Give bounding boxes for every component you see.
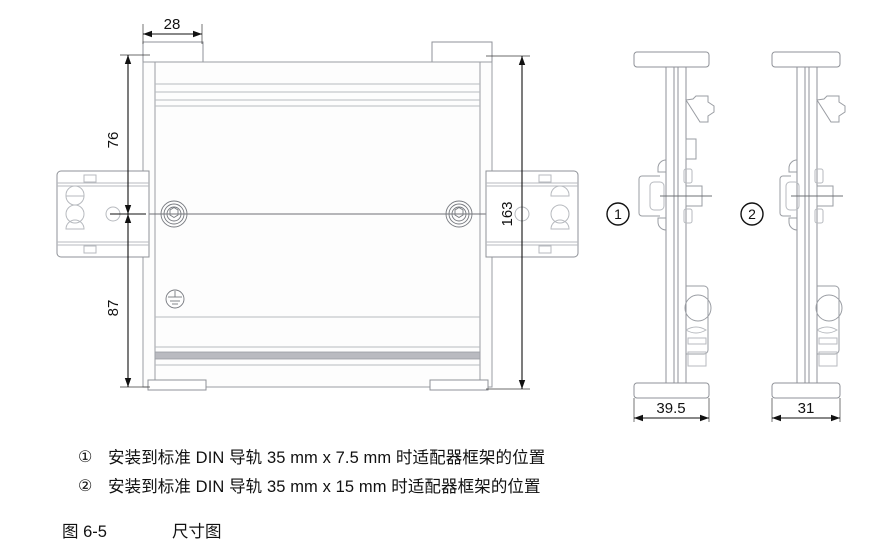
profile2-adapter-frame [779,175,791,217]
callout-marker-2: 2 [740,202,764,226]
profile2-lower-detail [816,326,838,334]
profile1-left-web [665,66,675,384]
profile1-upper-hook [685,95,715,123]
profile2-main-web [808,66,818,384]
dimension-163-label: 163 [499,201,516,226]
profile2-top-flange [771,51,841,68]
profile2-notch-lower [814,208,824,224]
dimension-28: 28 [142,16,203,44]
legend-marker-2: ② [78,478,93,495]
profile1-round-boss [684,294,712,322]
dimension-31: 31 [771,398,841,422]
dimension-163: 163 [486,55,530,390]
profile1-notch-upper [683,168,693,184]
legend-item-1: ① 安装到标准 DIN 导轨 35 mm x 7.5 mm 时适配器框架的位置 [78,446,838,470]
left-mounting-bracket [56,170,150,258]
profile1-lower-slot [687,337,707,345]
profile1-notch-lower [683,208,693,224]
bottom-right-tab [429,379,489,391]
legend-item-2: ② 安装到标准 DIN 导轨 35 mm x 15 mm 时适配器框架的位置 [78,475,838,499]
dimension-39-5: 39.5 [633,398,710,422]
front-view-group: 28 76 87 [56,16,579,391]
profile1-lower-housing [686,285,709,355]
profile1-tab-a [685,138,697,160]
profile1-bottom-flange [633,382,710,399]
dimension-87-label: 87 [105,300,122,317]
profile2-bottom-flange [771,382,841,399]
profile2-left-web [796,66,806,384]
profile2-clip-upper [788,159,798,173]
callout-marker-1: 1 [606,202,630,226]
dimension-31-label: 31 [798,400,815,417]
protective-earth-icon [165,289,185,309]
dimension-28-label: 28 [164,16,181,33]
bottom-band [154,351,481,360]
profile2-notch-upper [814,168,824,184]
profile1-main-web [677,66,687,384]
legend-text-2: 安装到标准 DIN 导轨 35 mm x 15 mm 时适配器框架的位置 [108,478,541,496]
right-mounting-bracket [485,170,579,258]
figure-caption-title: 尺寸图 [172,523,222,541]
dimension-76: 76 [105,54,150,214]
profile2-clip-lower [788,217,798,231]
profile2-lower-slot [818,337,838,345]
device-body-outline [142,61,493,388]
profile1-clip-upper [657,159,667,173]
profile2-round-boss [815,294,843,322]
callout-2-label: 2 [748,206,756,222]
profile2-lower-foot [818,351,838,367]
side-profile-view-2: 2 31 [740,51,846,422]
top-left-tab [142,41,204,63]
callout-1-label: 1 [614,206,622,222]
profile2-upper-hook [816,95,846,123]
dimension-76-label: 76 [105,132,122,149]
profile1-top-flange [633,51,710,68]
legend-text-1: 安装到标准 DIN 导轨 35 mm x 7.5 mm 时适配器框架的位置 [108,449,546,467]
side-profile-view-1: 1 39.5 [606,51,715,422]
legend-list: ① 安装到标准 DIN 导轨 35 mm x 7.5 mm 时适配器框架的位置 … [78,446,838,504]
profile1-lower-foot [687,351,707,367]
profile1-lower-detail [685,326,707,334]
top-right-tab [431,41,493,63]
profile2-lower-housing [817,285,840,355]
dimension-87: 87 [105,213,150,388]
figure-caption: 图 6-5 尺寸图 [62,518,222,542]
figure-caption-number: 图 6-5 [62,523,107,541]
screw-head-symbol-right [445,200,473,228]
dimension-39-5-label: 39.5 [656,400,685,417]
bottom-left-tab [147,379,207,391]
screw-head-symbol-left [160,200,188,228]
profile1-clip-lower [657,217,667,231]
legend-marker-1: ① [78,449,93,466]
profile1-adapter-frame [638,175,660,217]
